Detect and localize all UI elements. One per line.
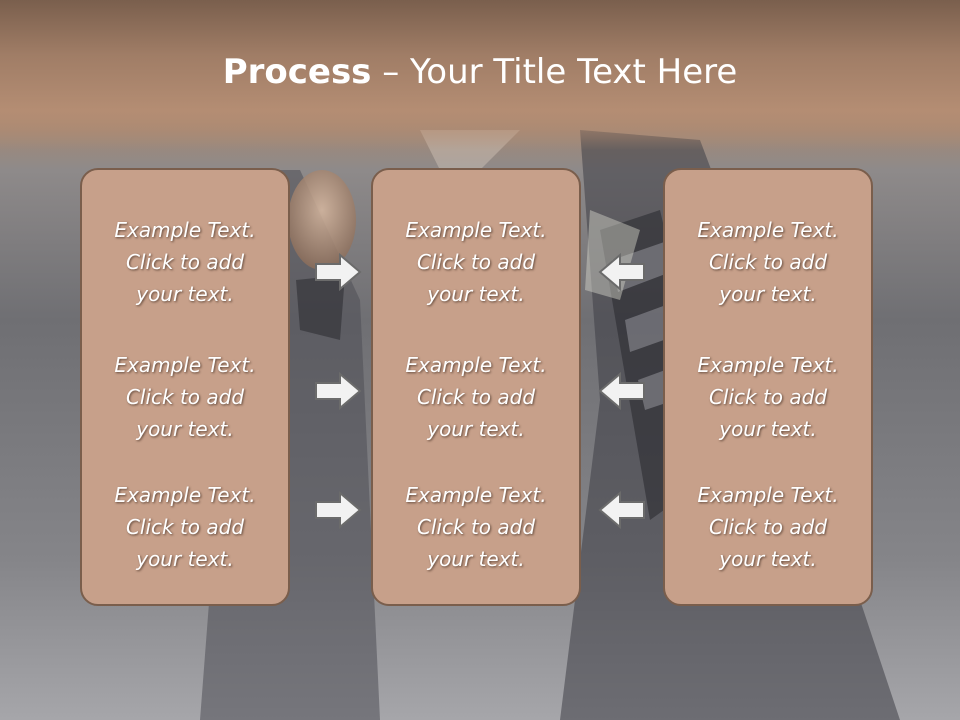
title-rest: – Your Title Text Here bbox=[371, 52, 738, 92]
arrow-right-icon[interactable] bbox=[314, 491, 362, 529]
arrow-left-icon[interactable] bbox=[598, 253, 646, 291]
text-placeholder[interactable]: Example Text. Click to add your text. bbox=[114, 218, 256, 306]
process-box-left[interactable]: Example Text. Click to add your text. Ex… bbox=[80, 168, 290, 606]
title-bold: Process bbox=[222, 52, 372, 92]
slide-title[interactable]: Process – Your Title Text Here bbox=[0, 52, 960, 92]
arrow-left-icon[interactable] bbox=[598, 372, 646, 410]
arrow-right-icon[interactable] bbox=[314, 253, 362, 291]
process-box-right[interactable]: Example Text. Click to add your text. Ex… bbox=[663, 168, 873, 606]
title-band bbox=[0, 0, 960, 150]
text-placeholder[interactable]: Example Text. Click to add your text. bbox=[114, 483, 256, 571]
text-placeholder[interactable]: Example Text. Click to add your text. bbox=[405, 353, 547, 441]
text-placeholder[interactable]: Example Text. Click to add your text. bbox=[405, 483, 547, 571]
text-placeholder[interactable]: Example Text. Click to add your text. bbox=[697, 353, 839, 441]
arrow-left-icon[interactable] bbox=[598, 491, 646, 529]
process-box-center[interactable]: Example Text. Click to add your text. Ex… bbox=[371, 168, 581, 606]
text-placeholder[interactable]: Example Text. Click to add your text. bbox=[114, 353, 256, 441]
text-placeholder[interactable]: Example Text. Click to add your text. bbox=[697, 483, 839, 571]
arrow-right-icon[interactable] bbox=[314, 372, 362, 410]
text-placeholder[interactable]: Example Text. Click to add your text. bbox=[697, 218, 839, 306]
text-placeholder[interactable]: Example Text. Click to add your text. bbox=[405, 218, 547, 306]
